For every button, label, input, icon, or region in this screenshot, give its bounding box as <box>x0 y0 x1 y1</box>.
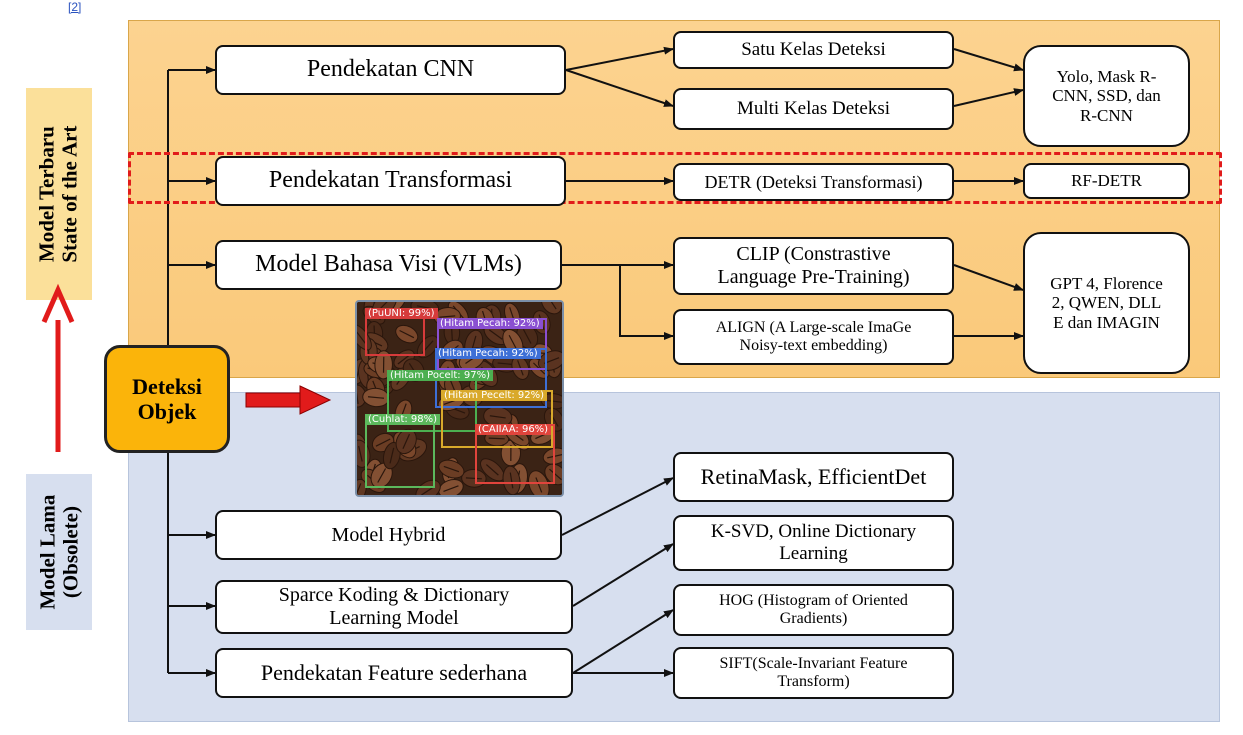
detection-box: (Hitam Pocelt: 97%) <box>387 370 493 432</box>
node-sparse-coding: Sparce Koding & Dictionary Learning Mode… <box>215 580 573 634</box>
coffee-bean-crease <box>377 468 387 483</box>
coffee-bean-crease <box>549 468 562 481</box>
detection-label: (PuUNI: 99%) <box>365 308 438 319</box>
detection-box: (Hitam Pecelt: 92%) <box>441 390 553 448</box>
detection-box: (CAIIAA: 96%) <box>475 424 555 484</box>
detection-label: (Hitam Pecah: 92%) <box>435 348 541 359</box>
coffee-bean-crease <box>497 362 514 366</box>
node-hog: HOG (Histogram of Oriented Gradients) <box>673 584 954 636</box>
coffee-bean-crease <box>358 445 363 462</box>
edge-hybrid-retinamask <box>561 477 674 536</box>
node-pendekatan-cnn: Pendekatan CNN <box>215 45 566 95</box>
coffee-bean-crease <box>389 447 395 464</box>
coffee-bean-crease <box>375 438 391 447</box>
modern-models-label: Model Terbaru State of the Art <box>26 88 92 300</box>
detection-label: (Hitam Pecah: 92%) <box>437 318 543 329</box>
node-vlm-models: GPT 4, Florence 2, QWEN, DLL E dan IMAGI… <box>1023 232 1190 374</box>
coffee-bean-crease <box>547 453 562 459</box>
coffee-bean-crease <box>367 396 385 399</box>
node-sift: SIFT(Scale-Invariant Feature Transform) <box>673 647 954 699</box>
node-retinamask: RetinaMask, EfficientDet <box>673 452 954 502</box>
coffee-bean-crease <box>357 388 359 405</box>
coffee-bean-crease <box>357 483 362 495</box>
node-ksvd: K-SVD, Online Dictionary Learning <box>673 515 954 571</box>
detection-label: (Cuhlat: 98%) <box>365 414 441 425</box>
edge-vlm-align <box>619 265 674 340</box>
node-clip: CLIP (Constrastive Language Pre-Training… <box>673 237 954 295</box>
coffee-bean-crease <box>402 433 411 449</box>
node-multi-kelas-deteksi: Multi Kelas Deteksi <box>673 88 954 130</box>
node-model-hybrid: Model Hybrid <box>215 510 562 560</box>
detection-box: (Hitam Pecah: 92%) <box>437 318 547 370</box>
coffee-bean-crease <box>546 302 557 310</box>
detection-label: (Hitam Pocelt: 97%) <box>387 370 493 381</box>
edge-cnn-single <box>565 46 674 71</box>
edge-single-models <box>953 48 1024 72</box>
coffee-bean-crease <box>439 315 456 318</box>
coffee-bean-crease <box>485 464 499 476</box>
edge-clip-models <box>953 264 1024 291</box>
coffee-bean-crease <box>488 437 505 440</box>
transformer-highlight-frame <box>128 152 1222 204</box>
node-pendekatan-feature: Pendekatan Feature sederhana <box>215 648 573 698</box>
node-satu-kelas-deteksi: Satu Kelas Deteksi <box>673 31 954 69</box>
node-pendekatan-transformasi: Pendekatan Transformasi <box>215 156 566 206</box>
coffee-bean-detection-image: (PuUNI: 99%)(Hitam Pecah: 92%)(Hitam Pec… <box>355 300 564 497</box>
coffee-bean-crease <box>522 329 532 344</box>
red-arrows <box>41 283 332 452</box>
detection-label: (CAIIAA: 96%) <box>475 424 552 435</box>
edge-sparse-ksvd <box>572 543 674 607</box>
edge-cnn-multi <box>565 69 674 107</box>
detection-box: (Cuhlat: 98%) <box>365 414 441 488</box>
red-right-arrow-head <box>299 385 332 415</box>
coffee-bean-crease <box>443 485 459 493</box>
red-right-arrow-shaft <box>245 392 305 408</box>
detection-label: (Hitam Pecelt: 92%) <box>441 390 548 401</box>
coffee-bean-crease <box>517 360 524 376</box>
coffee-bean-crease <box>545 399 562 403</box>
edge-multi-models <box>953 88 1024 107</box>
red-up-arrow-head <box>41 283 75 324</box>
node-rf-detr: RF-DETR <box>1023 163 1190 199</box>
edge-feature-hog <box>572 609 674 674</box>
node-model-bahasa-visi: Model Bahasa Visi (VLMs) <box>215 240 562 290</box>
node-align: ALIGN (A Large-scale ImaGe Noisy-text em… <box>673 309 954 365</box>
coffee-bean-crease <box>508 334 518 350</box>
detection-box: (PuUNI: 99%) <box>365 308 438 356</box>
coffee-bean-crease <box>535 477 543 493</box>
node-deteksi-objek: Deteksi Objek <box>104 345 230 453</box>
reference-link[interactable]: [2] <box>68 0 82 14</box>
obsolete-models-label: Model Lama (Obsolete) <box>26 474 92 630</box>
coffee-bean-crease <box>357 330 367 345</box>
node-detr: DETR (Deteksi Transformasi) <box>673 163 954 201</box>
coffee-bean-crease <box>489 415 506 419</box>
node-cnn-models: Yolo, Mask R- CNN, SSD, dan R-CNN <box>1023 45 1190 147</box>
coffee-bean-crease <box>465 477 482 480</box>
coffee-bean-crease <box>509 472 514 489</box>
coffee-bean-crease <box>488 329 503 340</box>
coffee-bean-crease <box>443 465 460 473</box>
coffee-bean-crease <box>399 329 415 339</box>
